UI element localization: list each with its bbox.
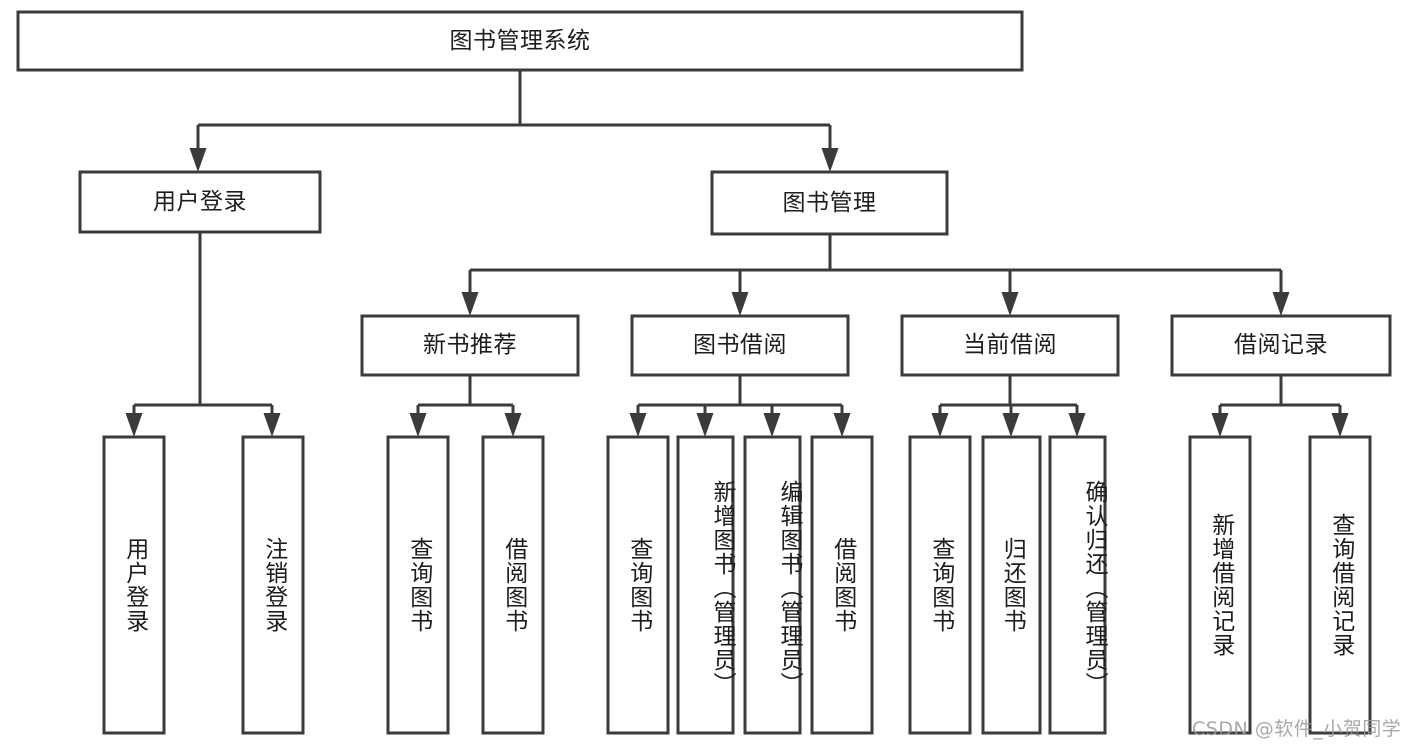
- node-box-leaf-add-record[interactable]: [1188, 435, 1252, 735]
- node-box-root[interactable]: [16, 10, 1024, 72]
- node-box-user-login[interactable]: [78, 170, 322, 234]
- arrow-head-icon: [125, 413, 143, 437]
- arrow-head-icon: [409, 413, 427, 437]
- arrow-head-icon: [1272, 292, 1290, 316]
- arrow-head-icon: [763, 413, 781, 437]
- arrow-head-icon: [833, 413, 851, 437]
- node-box-leaf-return-book[interactable]: [981, 435, 1042, 735]
- connector-book-manage-bus: [461, 234, 1290, 316]
- node-box-leaf-borrow-book-1[interactable]: [481, 435, 545, 735]
- arrow-head-icon: [189, 148, 207, 172]
- node-box-leaf-query-book-3[interactable]: [908, 435, 972, 735]
- arrow-head-icon: [263, 413, 281, 437]
- arrow-head-icon: [696, 413, 714, 437]
- connector-root-bus: [189, 70, 839, 172]
- connector-user-login-bus: [125, 232, 281, 437]
- arrow-head-icon: [1211, 413, 1229, 437]
- arrow-head-icon: [1331, 413, 1349, 437]
- node-box-leaf-user-login[interactable]: [102, 435, 166, 735]
- node-boxes-group: [16, 10, 1392, 735]
- node-box-borrow-record[interactable]: [1170, 314, 1392, 377]
- node-box-leaf-query-book-2[interactable]: [606, 435, 670, 735]
- arrow-head-icon: [504, 413, 522, 437]
- arrow-head-icon: [1002, 413, 1020, 437]
- arrow-head-icon: [629, 413, 647, 437]
- connector-current-borrow-bus: [931, 375, 1086, 437]
- node-box-leaf-logout[interactable]: [241, 435, 305, 735]
- arrow-head-icon: [731, 292, 749, 316]
- node-box-current-borrow[interactable]: [900, 314, 1120, 377]
- connector-new-book-bus: [409, 375, 522, 437]
- node-box-leaf-query-record[interactable]: [1308, 435, 1372, 735]
- connector-borrow-record-bus: [1211, 375, 1349, 437]
- arrow-head-icon: [1068, 413, 1086, 437]
- node-box-leaf-borrow-book-2[interactable]: [810, 435, 874, 735]
- node-box-leaf-add-book[interactable]: [676, 435, 735, 735]
- node-box-leaf-confirm-return[interactable]: [1048, 435, 1107, 735]
- arrow-head-icon: [1001, 292, 1019, 316]
- arrow-head-icon: [931, 413, 949, 437]
- arrow-head-icon: [821, 148, 839, 172]
- node-box-book-borrow[interactable]: [630, 314, 850, 377]
- connector-lines-group: [125, 70, 1349, 437]
- node-box-new-book-recommend[interactable]: [360, 314, 580, 377]
- connector-book-borrow-bus: [629, 375, 851, 437]
- node-box-book-manage[interactable]: [710, 170, 949, 236]
- arrow-head-icon: [461, 292, 479, 316]
- node-box-leaf-query-book-1[interactable]: [386, 435, 450, 735]
- node-box-leaf-edit-book[interactable]: [743, 435, 802, 735]
